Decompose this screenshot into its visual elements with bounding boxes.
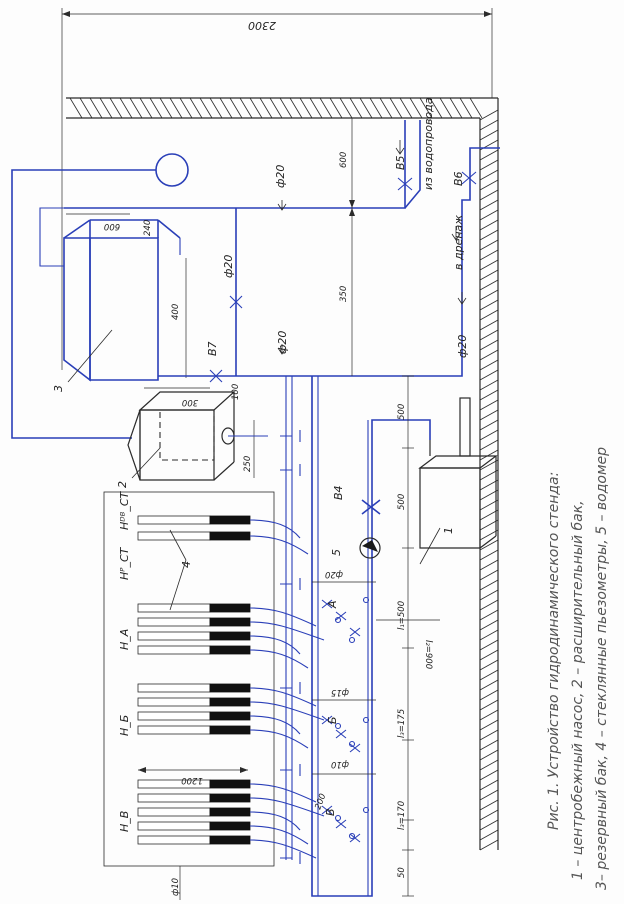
phi15-label: ф15 [331,687,349,697]
piezometer-tube [137,835,317,859]
caption-line-3: 3– резервный бак, 4 – стеклянные пьезоме… [594,447,610,890]
dim-600: 600 [339,152,349,168]
dim-l4: l₃=170 [397,801,407,830]
label-section-b: Б [326,716,339,724]
dim-300: 300 [182,397,198,407]
label-b4: B4 [332,485,345,500]
phi20-label-main: ф20 [276,331,289,354]
piezometer-tube [137,697,325,721]
dim-350: 350 [339,286,349,302]
label-section-a: A [326,600,339,609]
dim-240: 240 [143,220,153,236]
piezometer-tube [137,645,309,669]
dim-50: 50 [397,867,407,878]
phi10-bottom: ф10 [171,878,181,896]
phi20-label-top: ф20 [274,165,287,188]
piezometer-tube [137,683,317,707]
pipe-upper-supply [64,120,406,209]
piezometer-tube [137,821,309,845]
pipe-test-loop [311,376,431,897]
dim-1200: 1200 [181,775,203,785]
pump-1 [418,397,498,549]
dim-500-top: 500 [397,404,407,420]
piezometer-tube [137,779,317,803]
label-5: 5 [330,549,343,556]
label-h-v: H_B [118,811,131,832]
label-4: 4 [180,561,193,568]
overflow-pipe-outer [11,169,156,439]
valve-b4-icon [361,499,381,515]
phi20-label-mid: ф20 [222,255,235,278]
piezometer-tube [137,515,301,539]
valve-b5-icon [397,177,413,191]
label-h-st-db: Hᴰᴮ_CT [118,490,131,530]
label-h-b: H_Б [118,715,131,736]
label-2: 2 [116,481,129,488]
dim-100: 100 [231,384,241,400]
piezometer-tube [137,617,325,641]
phi20-label-right: ф20 [456,335,469,358]
dim-250: 250 [243,456,253,472]
flow-meter-5-icon [359,537,381,559]
piezometer-tube [137,725,309,749]
piezometer-board-4 [103,491,275,867]
label-b5: B5 [394,155,407,170]
phi10-label: ф10 [331,759,349,769]
reserve-tank-3 [63,219,181,382]
label-1: 1 [442,527,455,534]
label-from-water: из водопровода [422,97,435,190]
piezometer-tube [137,631,301,655]
dim-l1: l₁=500 [397,601,407,630]
valve-phi20-icon [229,295,243,309]
label-section-v: В [324,808,337,816]
piezometer-tube [137,531,309,555]
caption-line-1: Рис. 1. Устройство гидродинамического ст… [546,472,562,830]
label-to-drain: в дренаж [452,215,465,270]
dim-500-mid: 500 [397,494,407,510]
dim-2300-label: 2300 [248,19,276,32]
label-3: 3 [52,385,65,392]
piezometer-tube [137,711,301,735]
label-b6: B6 [452,171,465,186]
dim-400-tank: 400 [171,304,181,320]
expansion-tank-2 [127,391,236,481]
piezometer-tube [137,793,325,817]
label-h-st-p: Hᴾ_CT [118,546,131,580]
valve-b7-icon [209,369,223,383]
valve-b6-icon [461,171,477,185]
dim-600-tank: 600 [104,221,120,231]
caption-line-2: 1 – центробежный насос, 2 – расширительн… [570,500,586,880]
label-h-a: H_A [118,629,131,650]
dim-l2: l₂=900 [423,640,433,669]
dim-2300: 2300 [61,8,493,370]
label-b7: B7 [206,341,219,356]
gauge-icon [155,153,189,187]
dim-l3: l₃=175 [397,709,407,738]
piezometer-tube [137,807,301,831]
ceiling [66,97,498,119]
phi20-label-test: ф20 [325,569,343,579]
wall [479,98,499,851]
piezometer-tube [137,603,317,627]
